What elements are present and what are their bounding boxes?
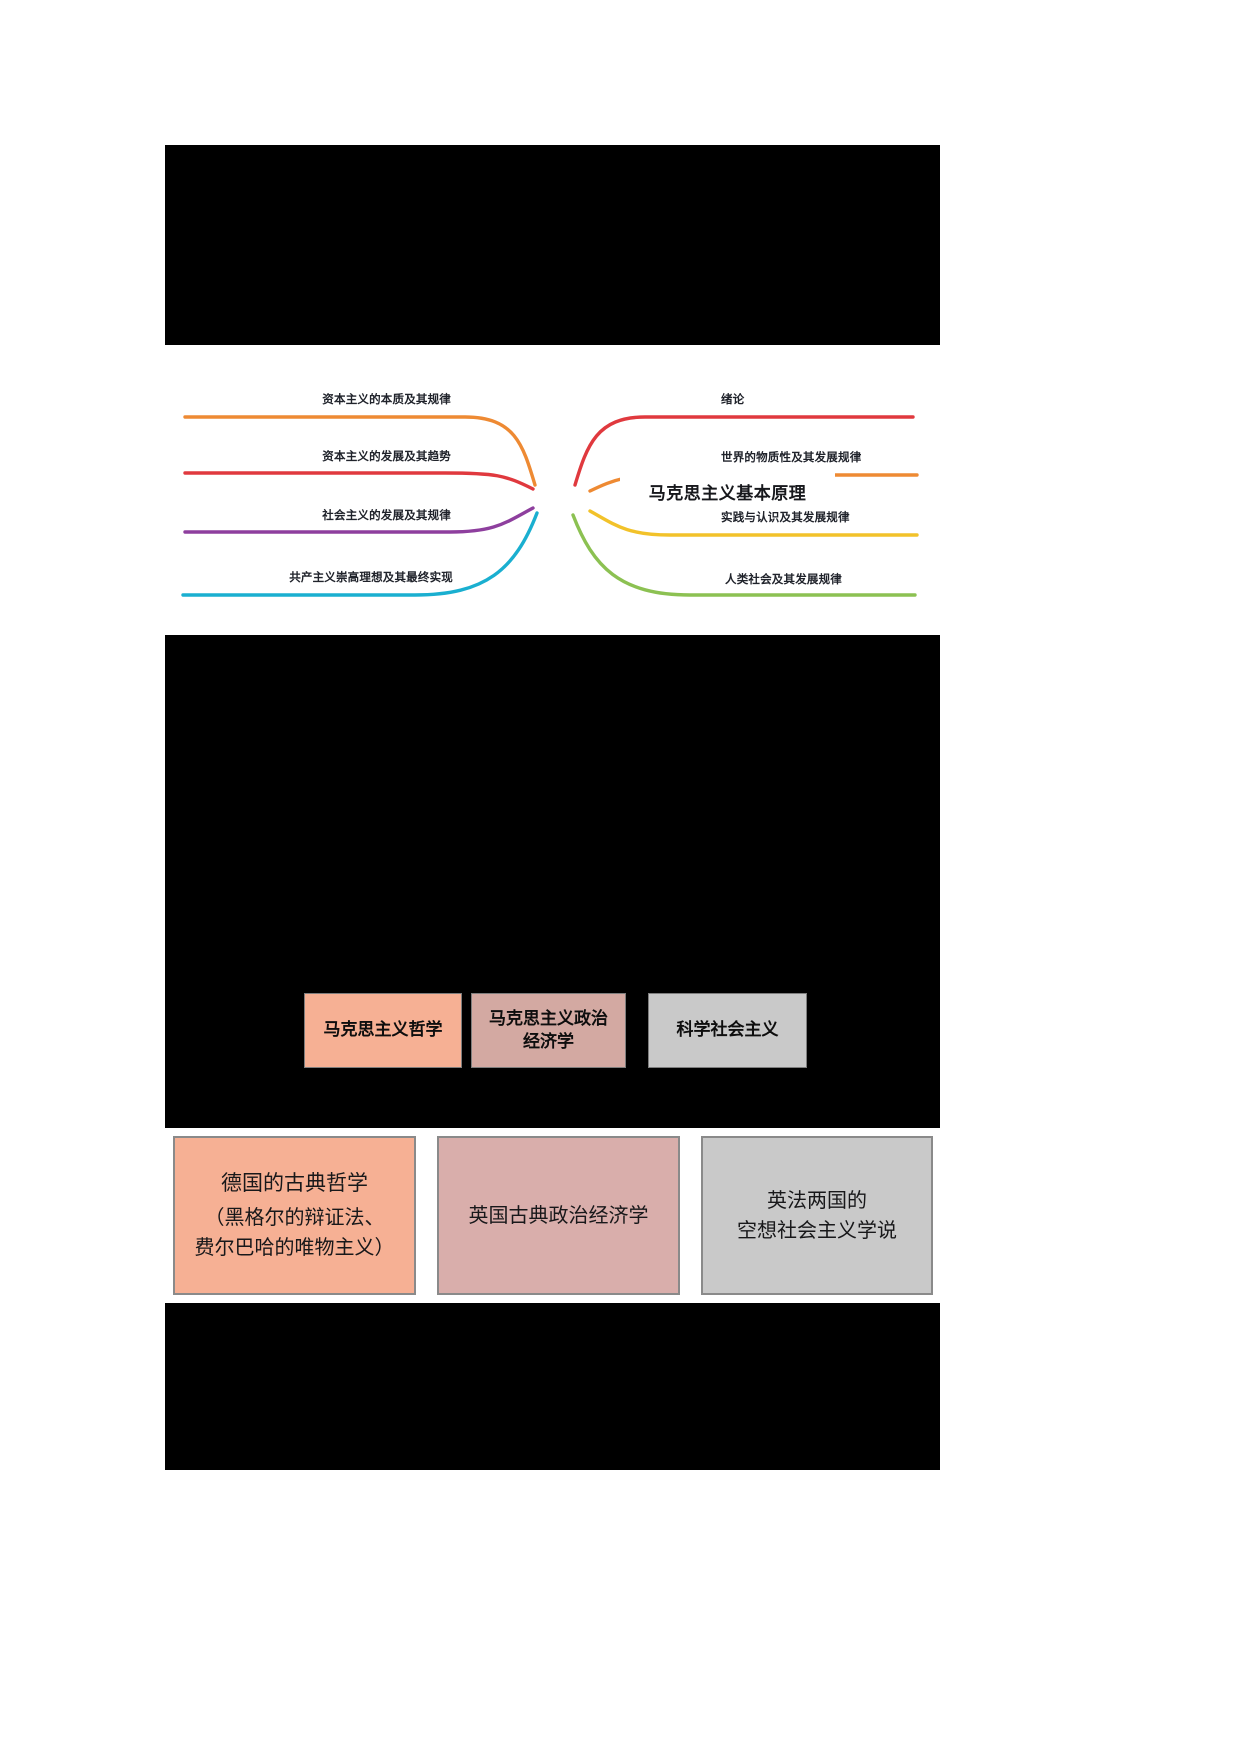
- mindmap-label-left-4[interactable]: 共产主义崇高理想及其最终实现: [289, 572, 453, 584]
- sources-panel: 德国的古典哲学 （黑格尔的辩证法、 费尔巴哈的唯物主义） 英国古典政治经济学 英…: [165, 1128, 940, 1303]
- sources-row: 德国的古典哲学 （黑格尔的辩证法、 费尔巴哈的唯物主义） 英国古典政治经济学 英…: [173, 1136, 933, 1295]
- source-box-german-philosophy-line-1: 德国的古典哲学: [221, 1170, 368, 1195]
- mindmap-label-left-2[interactable]: 资本主义的发展及其趋势: [322, 451, 451, 463]
- component-box-political-economy[interactable]: 马克思主义政治 经济学: [471, 993, 626, 1068]
- branch-line-left-1: [183, 415, 537, 487]
- source-box-utopian-socialism[interactable]: 英法两国的 空想社会主义学说: [701, 1136, 933, 1295]
- source-box-british-political-economy[interactable]: 英国古典政治经济学: [437, 1136, 680, 1295]
- component-box-philosophy-label: 马克思主义哲学: [323, 1020, 443, 1040]
- source-box-british-political-economy-line-1: 英国古典政治经济学: [468, 1204, 649, 1227]
- mindmap-label-right-1[interactable]: 绪论: [721, 394, 745, 406]
- source-box-utopian-socialism-line-2: 空想社会主义学说: [737, 1219, 897, 1242]
- branch-line-right-3: [588, 509, 919, 537]
- component-box-scientific-socialism-label: 科学社会主义: [676, 1020, 779, 1040]
- component-box-philosophy[interactable]: 马克思主义哲学: [304, 993, 462, 1068]
- source-box-german-philosophy[interactable]: 德国的古典哲学 （黑格尔的辩证法、 费尔巴哈的唯物主义）: [173, 1136, 416, 1295]
- component-box-scientific-socialism[interactable]: 科学社会主义: [648, 993, 807, 1068]
- mindmap-label-right-3[interactable]: 实践与认识及其发展规律: [721, 512, 850, 524]
- mindmap-label-right-2[interactable]: 世界的物质性及其发展规律: [721, 452, 862, 464]
- source-box-german-philosophy-line-2: （黑格尔的辩证法、: [204, 1207, 385, 1230]
- branch-line-left-4: [181, 511, 539, 597]
- branch-line-right-1: [573, 415, 915, 487]
- branch-line-right-4: [571, 513, 917, 597]
- source-box-german-philosophy-line-3: 费尔巴哈的唯物主义）: [194, 1237, 395, 1260]
- mindmap-center-node[interactable]: 马克思主义基本原理: [620, 470, 835, 512]
- mindmap-panel: 马克思主义基本原理 资本主义的本质及其规律 资本主义的发展及其趋势 社会主义的发…: [165, 345, 940, 635]
- branch-line-left-3: [183, 506, 535, 534]
- mindmap-label-right-4[interactable]: 人类社会及其发展规律: [725, 574, 842, 586]
- components-row: 马克思主义哲学 马克思主义政治 经济学 科学社会主义: [304, 993, 809, 1068]
- mindmap-label-left-3[interactable]: 社会主义的发展及其规律: [322, 510, 451, 522]
- component-box-political-economy-label: 马克思主义政治 经济学: [489, 1008, 608, 1051]
- source-box-utopian-socialism-line-1: 英法两国的: [767, 1189, 867, 1212]
- mindmap-label-left-1[interactable]: 资本主义的本质及其规律: [322, 394, 451, 406]
- branch-line-left-2: [183, 471, 535, 491]
